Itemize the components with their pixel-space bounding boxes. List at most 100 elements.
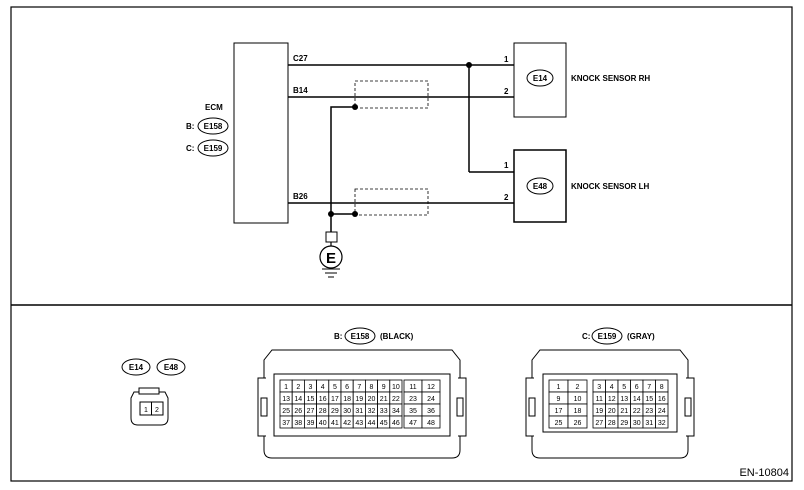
e158-pin-24: 24	[427, 396, 435, 403]
ecm-connector-c-prefix: C:	[186, 144, 194, 153]
ecm-connector-b-prefix: B:	[186, 122, 194, 131]
e159-pin-cell	[567, 415, 588, 429]
e158-pin-23: 23	[409, 396, 417, 403]
e158-color: (BLACK)	[380, 332, 414, 341]
wires	[288, 64, 514, 232]
e158-pin-33: 33	[380, 408, 388, 415]
e159-pin-11: 11	[596, 396, 603, 403]
e158-pin-19: 19	[355, 396, 363, 403]
e159-pin-27: 27	[595, 420, 603, 427]
e159-color: (GRAY)	[627, 332, 655, 341]
e159-pin-6: 6	[635, 384, 639, 391]
e158-pin-12: 12	[427, 384, 435, 391]
e158-pin-39: 39	[307, 420, 315, 427]
e158-pin-21: 21	[380, 396, 388, 403]
e159-pin-1: 1	[557, 384, 561, 391]
e159-pin-5: 5	[622, 384, 626, 391]
e158-pin-44: 44	[368, 420, 376, 427]
small-connector-label-e48: E48	[164, 363, 179, 372]
junction-dot	[352, 211, 358, 217]
e158-pin-45: 45	[380, 420, 388, 427]
e158-id: E158	[351, 332, 370, 341]
e158-pin-43: 43	[355, 420, 363, 427]
e159-pin-25: 25	[555, 420, 563, 427]
e158-pin-7: 7	[357, 384, 361, 391]
e158-pin-37: 37	[282, 420, 290, 427]
small-connector-face	[130, 387, 169, 426]
pin-label-c27: C27	[293, 54, 308, 63]
ground-connector	[325, 231, 338, 243]
sensor-rh-pin2: 2	[504, 87, 509, 96]
e158-pin-41: 41	[331, 420, 339, 427]
e159-pin-13: 13	[620, 396, 628, 403]
e158-pin-42: 42	[343, 420, 351, 427]
e158-pin-29: 29	[331, 408, 339, 415]
e158-pin-16: 16	[319, 396, 327, 403]
e158-prefix: B:	[334, 332, 342, 341]
e158-pin-13: 13	[282, 396, 290, 403]
e158-pin-18: 18	[343, 396, 351, 403]
sensor-lh-pin2: 2	[504, 193, 509, 202]
e159-pin-30: 30	[633, 420, 641, 427]
figure-id: EN-10804	[739, 467, 789, 479]
e158-pin-34: 34	[392, 408, 400, 415]
e159-pin-31: 31	[645, 420, 653, 427]
e158-pin-38: 38	[294, 420, 302, 427]
e158-pin-25: 25	[282, 408, 290, 415]
e158-pin-20: 20	[368, 396, 376, 403]
e159-pin-3: 3	[597, 384, 601, 391]
e158-pin-6: 6	[345, 384, 349, 391]
e159-pin-20: 20	[608, 408, 616, 415]
sensor-lh-connector-oval	[526, 177, 554, 195]
e159-pin-22: 22	[633, 408, 641, 415]
ecm-connector-b: E158	[204, 122, 223, 131]
sensor-rh-connector-oval	[526, 69, 554, 87]
e158-pin-14: 14	[294, 396, 302, 403]
shield-lh	[354, 188, 429, 216]
e158-pin-27: 27	[307, 408, 315, 415]
e158-pin-cell	[421, 415, 441, 429]
e158-pin-5: 5	[333, 384, 337, 391]
e159-prefix: C:	[582, 332, 590, 341]
ground-symbol: E	[326, 250, 336, 267]
sensor-lh-connector: E48	[533, 182, 548, 191]
e159-oval	[591, 327, 623, 345]
e158-pin-9: 9	[382, 384, 386, 391]
ecm-connector-b-oval	[197, 117, 229, 135]
e159-pin-4: 4	[610, 384, 614, 391]
e158-pin-8: 8	[370, 384, 374, 391]
sensor-rh-pin1: 1	[504, 55, 509, 64]
e158-pin-36: 36	[427, 408, 435, 415]
e159-pin-cell	[655, 415, 669, 429]
e159-pin-23: 23	[645, 408, 653, 415]
sensor-rh-connector: E14	[533, 74, 548, 83]
e158-pin-cell	[389, 415, 403, 429]
e158-pin-10: 10	[392, 384, 400, 391]
e158-pin-4: 4	[321, 384, 325, 391]
shield-rh	[354, 80, 429, 109]
e158-pin-30: 30	[343, 408, 351, 415]
e159-pin-12: 12	[608, 396, 616, 403]
e159-pin-10: 10	[574, 396, 582, 403]
junction-dot	[328, 211, 334, 217]
sensor-rh-name: KNOCK SENSOR RH	[571, 74, 650, 83]
e159-pin-7: 7	[647, 384, 651, 391]
e158-pin-40: 40	[319, 420, 327, 427]
pin-label-b14: B14	[293, 86, 308, 95]
e158-pin-15: 15	[307, 396, 315, 403]
e159-pin-18: 18	[574, 408, 582, 415]
e159-pin-21: 21	[620, 408, 628, 415]
e159-pin-2: 2	[576, 384, 580, 391]
e158-pin-31: 31	[355, 408, 363, 415]
shield-drain-rh	[330, 106, 355, 232]
e158-pin-22: 22	[392, 396, 400, 403]
ecm-connector-c: E159	[204, 144, 223, 153]
junction-dot	[466, 62, 472, 68]
e159-pin-29: 29	[620, 420, 628, 427]
e159-pin-19: 19	[595, 408, 603, 415]
